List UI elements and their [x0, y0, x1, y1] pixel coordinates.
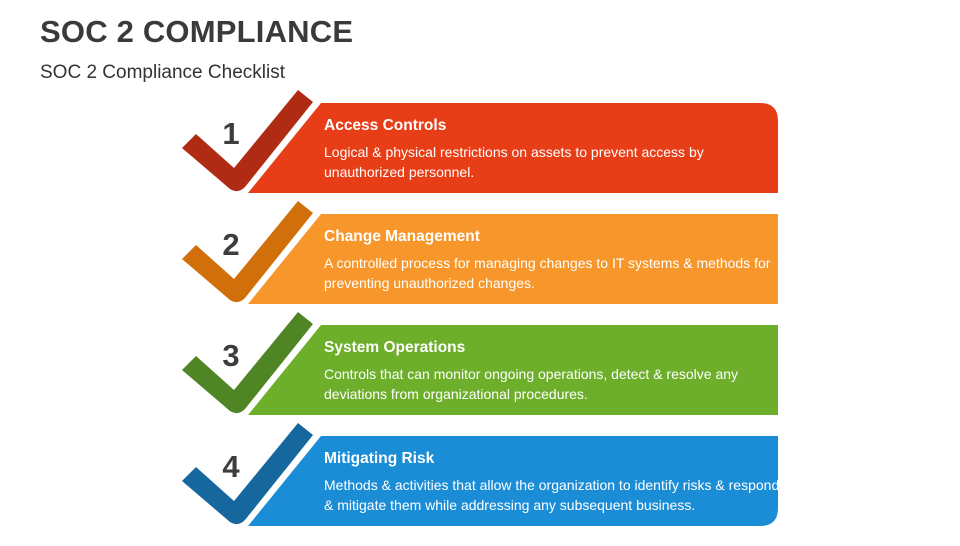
item-description: Controls that can monitor ongoing operat…	[324, 366, 739, 402]
banner	[248, 325, 778, 415]
item-description: A controlled process for managing change…	[324, 255, 771, 291]
item-number: 3	[222, 338, 240, 373]
item-description: Logical & physical restrictions on asset…	[324, 144, 704, 180]
banner	[248, 436, 778, 526]
item-number: 4	[222, 449, 240, 484]
checklist-item: 4 Mitigating Risk Methods & activities t…	[0, 423, 960, 546]
checklist-graphic	[182, 201, 778, 304]
checkmark-icon	[182, 423, 313, 525]
item-description: Methods & activities that allow the orga…	[324, 477, 780, 513]
item-title: Change Management	[324, 228, 480, 245]
checkmark-icon	[182, 201, 313, 303]
checklist-graphic	[182, 312, 778, 415]
slide-subtitle: SOC 2 Compliance Checklist	[40, 62, 285, 83]
checklist-item: 3 System Operations Controls that can mo…	[0, 312, 960, 435]
item-number: 1	[222, 116, 240, 151]
checklist-item: 1 Access Controls Logical & physical res…	[0, 90, 960, 213]
checklist-graphic	[182, 90, 778, 193]
item-number: 2	[222, 227, 240, 262]
banner	[248, 103, 778, 193]
checkmark-icon	[182, 90, 313, 192]
slide-title: SOC 2 COMPLIANCE	[40, 14, 354, 49]
banner	[248, 214, 778, 304]
checklist-graphic	[182, 423, 778, 526]
checkmark-icon	[182, 312, 313, 414]
item-title: Mitigating Risk	[324, 450, 435, 467]
item-title: System Operations	[324, 339, 466, 356]
item-title: Access Controls	[324, 117, 447, 134]
checklist-item: 2 Change Management A controlled process…	[0, 201, 960, 324]
